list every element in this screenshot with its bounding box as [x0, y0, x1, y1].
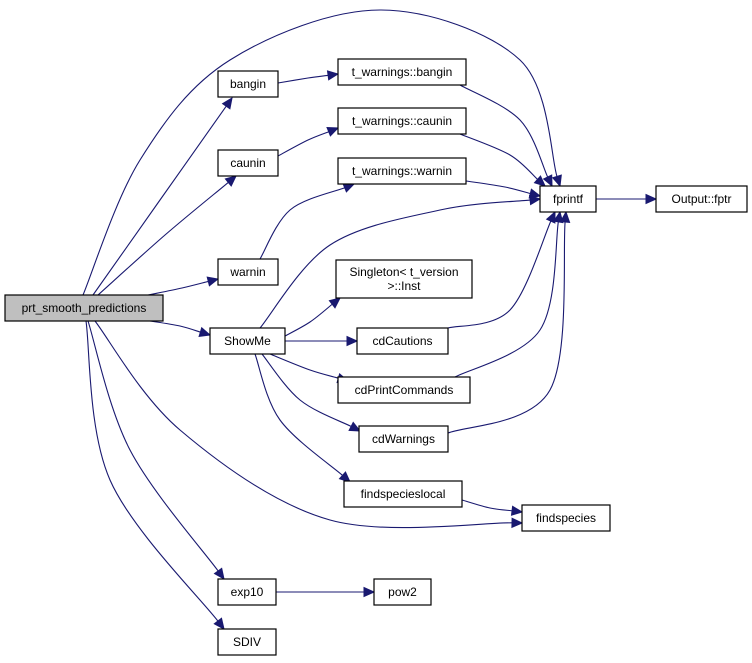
node-showme[interactable]: ShowMe [209, 327, 286, 355]
edge-prt_smooth_predictions-to-findspecies [94, 320, 524, 529]
edge-warnin-to-tw_warnin [259, 183, 356, 260]
node-cdwarnings[interactable]: cdWarnings [358, 425, 449, 453]
node-label: cdCautions [372, 334, 432, 348]
node-label: t_warnings::bangin [352, 65, 453, 79]
node-label: findspecies [536, 511, 596, 525]
node-prt-smooth-predictions[interactable]: prt_smooth_predictions [4, 294, 164, 322]
edges-layer [82, 9, 658, 630]
node-label: Output::fptr [671, 192, 731, 206]
node-label: cdPrintCommands [355, 383, 454, 397]
node-bangin[interactable]: bangin [217, 70, 279, 98]
node-label: >::Inst [387, 279, 421, 293]
node-singleton-inst[interactable]: Singleton< t_version>::Inst [335, 259, 473, 299]
node-label: caunin [230, 156, 265, 170]
edge-prt_smooth_predictions-to-caunin [97, 175, 237, 296]
node-label: bangin [230, 77, 266, 91]
node-label: ShowMe [224, 334, 271, 348]
node-label: Singleton< t_version [349, 265, 458, 279]
node-fprintf[interactable]: fprintf [539, 185, 597, 213]
node-label: prt_smooth_predictions [22, 301, 147, 315]
node-label: fprintf [553, 192, 584, 206]
node-label: exp10 [231, 585, 264, 599]
edge-tw_warnin-to-fprintf [465, 180, 542, 199]
node-cdcautions[interactable]: cdCautions [356, 327, 449, 355]
node-findspecies[interactable]: findspecies [521, 504, 611, 532]
node-tw-warnin[interactable]: t_warnings::warnin [337, 157, 467, 185]
node-exp10[interactable]: exp10 [217, 578, 277, 606]
node-cdprintcommands[interactable]: cdPrintCommands [337, 376, 471, 404]
node-label: SDIV [233, 635, 261, 649]
node-pow2[interactable]: pow2 [373, 578, 432, 606]
node-label: cdWarnings [372, 432, 435, 446]
node-warnin[interactable]: warnin [217, 258, 279, 286]
node-label: pow2 [388, 585, 417, 599]
edge-exp10-to-pow2 [276, 586, 376, 598]
node-label: t_warnings::caunin [352, 114, 452, 128]
node-tw-bangin[interactable]: t_warnings::bangin [337, 58, 467, 86]
edge-fprintf-to-output_fptr [596, 193, 658, 205]
edge-prt_smooth_predictions-to-warnin [147, 276, 220, 296]
node-output-fptr[interactable]: Output::fptr [655, 185, 748, 213]
edge-prt_smooth_predictions-to-sdiv [85, 320, 225, 630]
edge-cdprintcommands-to-fprintf [454, 210, 564, 378]
node-caunin[interactable]: caunin [217, 149, 279, 177]
node-label: warnin [229, 265, 265, 279]
edge-showme-to-fprintf [259, 194, 542, 329]
edge-prt_smooth_predictions-to-fprintf [82, 9, 562, 296]
edge-showme-to-findspecieslocal [254, 353, 351, 483]
node-findspecieslocal[interactable]: findspecieslocal [343, 480, 463, 508]
edge-caunin-to-tw_caunin [277, 126, 340, 157]
edge-showme-to-cdprintcommands [269, 353, 350, 384]
edge-cdcautions-to-fprintf [447, 210, 556, 329]
edge-tw_caunin-to-fprintf [459, 133, 546, 187]
node-label: findspecieslocal [361, 487, 446, 501]
edge-showme-to-singleton_inst [284, 297, 341, 337]
nodes-layer: prt_smooth_predictions bangin caunin warnin… [4, 58, 748, 656]
edge-showme-to-cdwarnings [261, 353, 362, 432]
edge-cdwarnings-to-fprintf [447, 210, 571, 434]
edge-prt_smooth_predictions-to-bangin [92, 96, 233, 296]
node-tw-caunin[interactable]: t_warnings::caunin [337, 107, 467, 135]
edge-prt_smooth_predictions-to-exp10 [87, 320, 225, 580]
edge-findspecieslocal-to-findspecies [461, 499, 524, 516]
node-label: t_warnings::warnin [352, 164, 452, 178]
edge-showme-to-cdcautions [284, 335, 359, 347]
edge-bangin-to-tw_bangin [277, 70, 340, 84]
edge-tw_bangin-to-fprintf [459, 84, 553, 188]
node-sdiv[interactable]: SDIV [217, 628, 277, 656]
edge-prt_smooth_predictions-to-showme [149, 320, 212, 337]
